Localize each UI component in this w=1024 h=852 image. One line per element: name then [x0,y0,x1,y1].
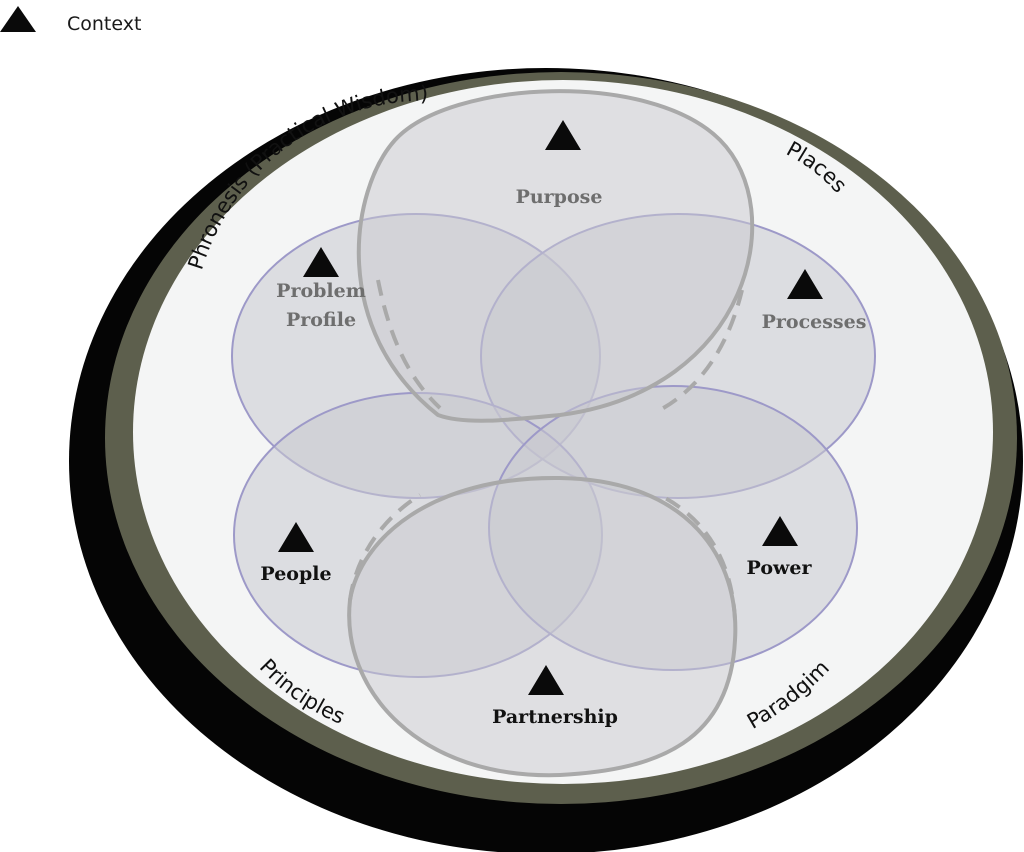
purpose-label: Purpose [516,186,603,208]
partnership-circle-dashes [348,493,737,621]
problem-profile-label-line1: Problem [276,280,366,302]
problem-profile-triangle-icon [303,247,339,277]
power-label: Power [747,557,813,579]
legend-label: Context [67,13,141,35]
legend-triangle-icon [0,6,36,32]
processes-label: Processes [762,311,867,333]
power-triangle-icon [762,516,798,546]
partnership-triangle-icon [528,665,564,695]
purpose-circle-dashes [376,279,744,412]
people-triangle-icon [278,522,314,552]
purpose-triangle-icon [545,120,581,150]
partnership-label: Partnership [492,706,618,728]
purpose-circle [356,89,755,423]
petal-shapes [231,89,876,778]
problem-profile-label-line2: Profile [286,309,356,331]
people-label: People [260,563,331,585]
partnership-circle [347,475,738,778]
processes-triangle-icon [787,269,823,299]
